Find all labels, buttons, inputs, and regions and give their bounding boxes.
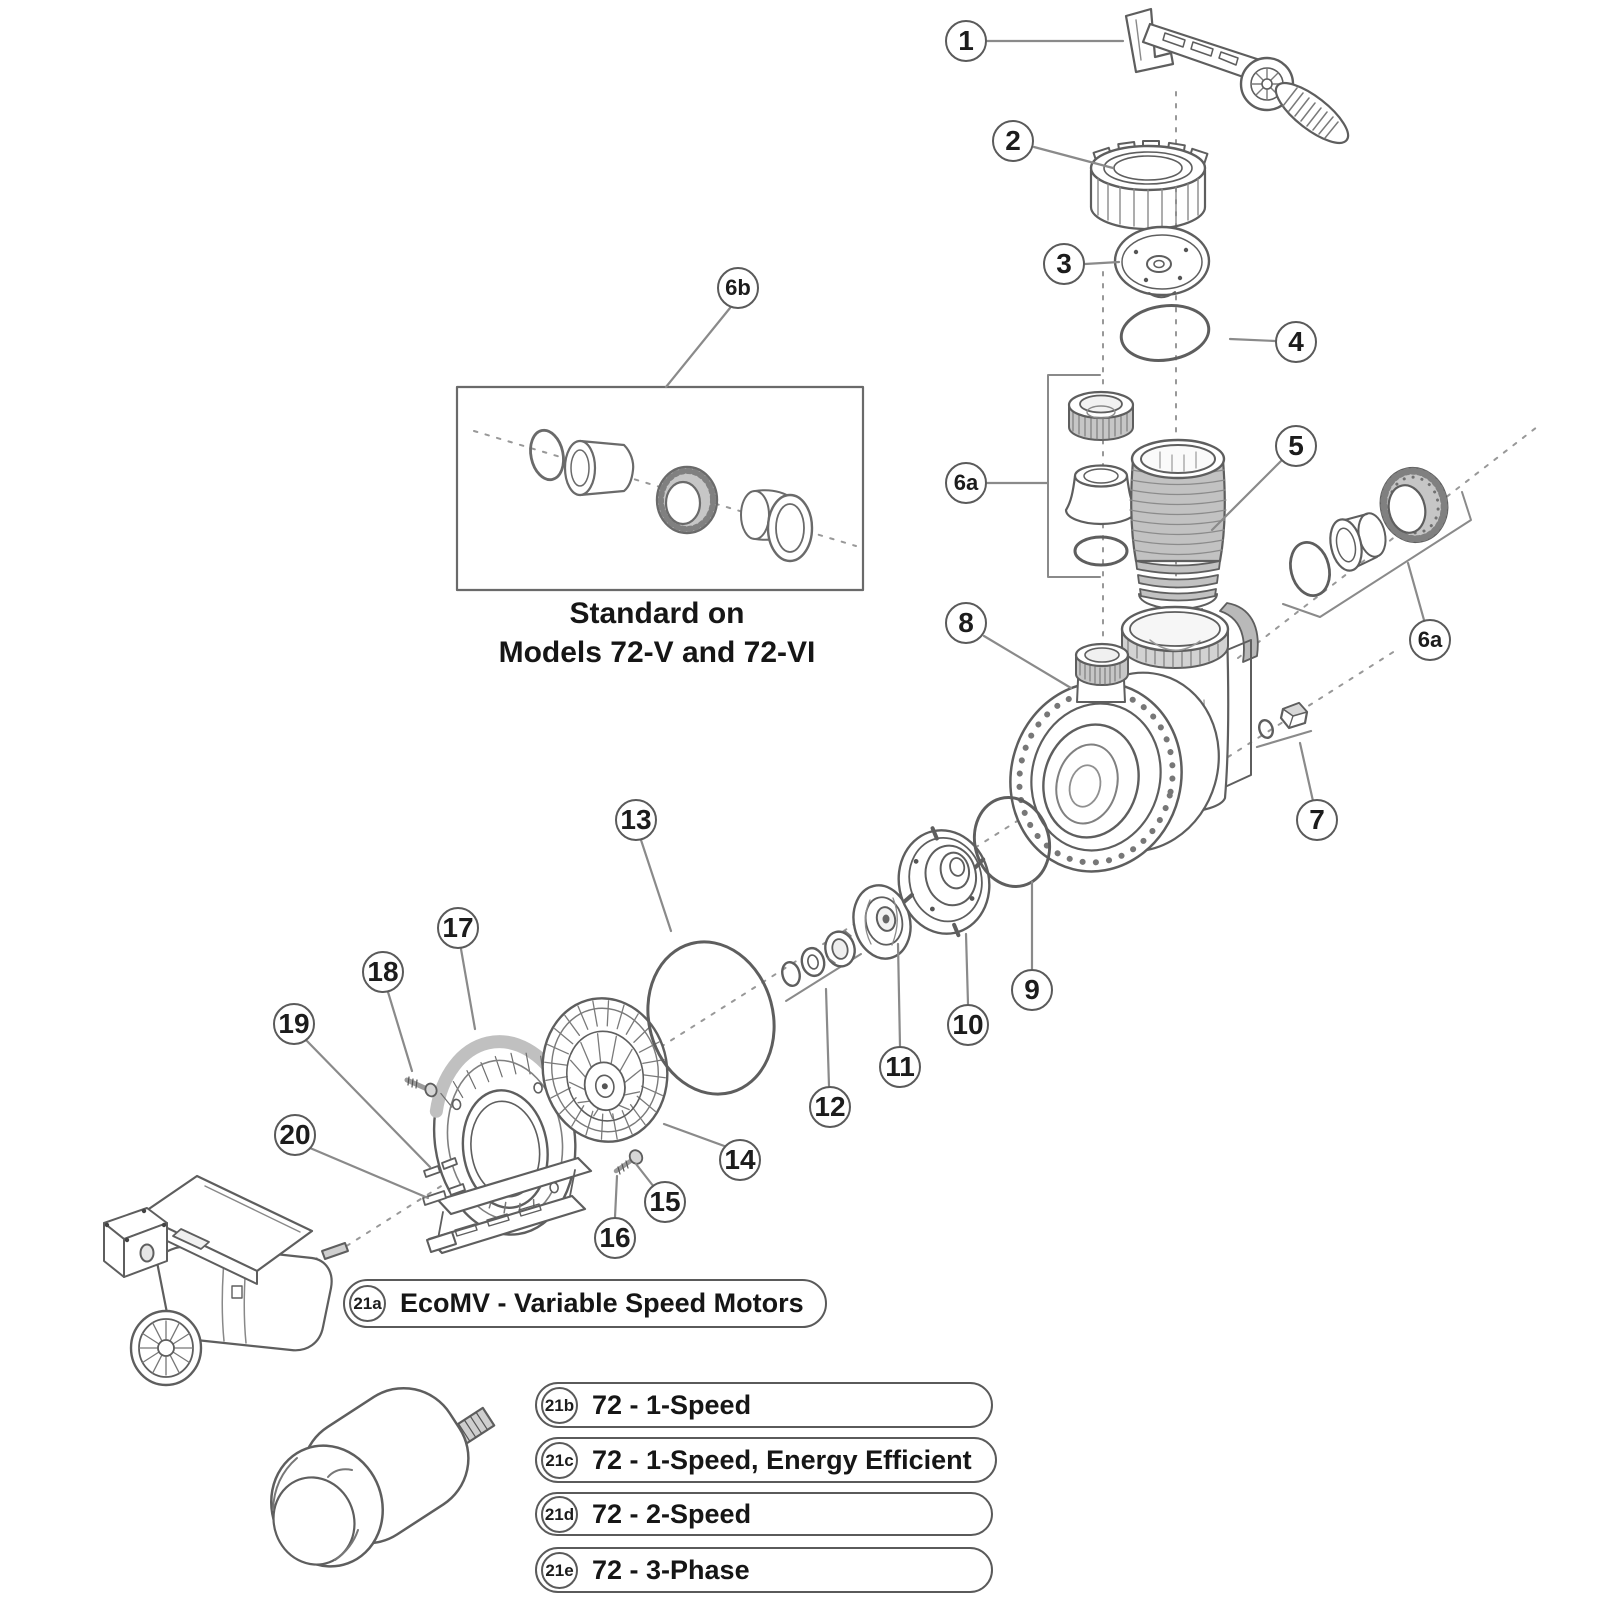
- callout-18: 18: [362, 951, 404, 993]
- callout-6a-right: 6a: [1409, 619, 1451, 661]
- callout-21d: 21d: [541, 1495, 578, 1533]
- callout-3: 3: [1043, 243, 1085, 285]
- fasteners-drawing: [404, 1076, 644, 1206]
- union-kit-right: [1282, 466, 1472, 618]
- callout-4: 4: [1275, 321, 1317, 363]
- housing-oring-drawing: [646, 940, 776, 1096]
- drain-plug-drawing: [1258, 701, 1309, 739]
- wrench-drawing: [1124, 7, 1350, 144]
- lid-drawing: [1113, 225, 1211, 299]
- union-kit-box: [455, 385, 865, 592]
- lid-oring-drawing: [1119, 304, 1211, 362]
- motor-option-21e-label: 72 - 3-Phase: [592, 1554, 750, 1585]
- motor-option-21d: 21d 72 - 2-Speed: [535, 1492, 993, 1536]
- callout-6b: 6b: [717, 267, 759, 309]
- motor-option-21c: 21c 72 - 1-Speed, Energy Efficient: [535, 1437, 997, 1483]
- callout-21b: 21b: [541, 1386, 578, 1424]
- variable-speed-motor-drawing: [103, 1174, 349, 1387]
- callout-10: 10: [947, 1004, 989, 1046]
- union-kit-left: [1047, 374, 1138, 578]
- callout-21e: 21e: [541, 1551, 578, 1589]
- callout-21c: 21c: [541, 1441, 578, 1479]
- callout-21a: 21a: [349, 1285, 386, 1322]
- callout-5: 5: [1275, 425, 1317, 467]
- motor-option-21d-label: 72 - 2-Speed: [592, 1498, 752, 1529]
- strainer-basket-drawing: [1129, 438, 1227, 615]
- motor-option-21c-label: 72 - 1-Speed, Energy Efficient: [592, 1444, 972, 1475]
- callout-14: 14: [719, 1139, 761, 1181]
- suction-port-drawing: [1074, 642, 1130, 703]
- callout-19: 19: [273, 1003, 315, 1045]
- callout-6a-left: 6a: [945, 462, 987, 504]
- motor-option-21a: 21a EcoMV - Variable Speed Motors: [343, 1279, 827, 1328]
- lock-ring-drawing: [1089, 140, 1209, 231]
- callout-2: 2: [992, 120, 1034, 162]
- callout-16: 16: [594, 1217, 636, 1259]
- callout-15: 15: [644, 1181, 686, 1223]
- motor-option-21b-label: 72 - 1-Speed: [592, 1389, 752, 1420]
- callout-11: 11: [879, 1046, 921, 1088]
- callout-1: 1: [945, 20, 987, 62]
- callout-17: 17: [437, 907, 479, 949]
- note-line-1: Standard on: [569, 597, 745, 630]
- callout-8: 8: [945, 602, 987, 644]
- single-speed-motor-drawing: [270, 1386, 496, 1568]
- motor-option-21a-label: EcoMV - Variable Speed Motors: [400, 1288, 804, 1318]
- note-line-2: Models 72-V and 72-VI: [498, 636, 816, 669]
- callout-9: 9: [1011, 969, 1053, 1011]
- seal-plate-drawing: [541, 997, 669, 1143]
- callout-12: 12: [809, 1086, 851, 1128]
- diffuser-oring-drawing: [972, 795, 1052, 889]
- shaft-seal-drawing: [781, 930, 862, 1002]
- callout-7: 7: [1296, 799, 1338, 841]
- callout-13: 13: [615, 799, 657, 841]
- motor-option-21b: 21b 72 - 1-Speed: [535, 1382, 993, 1428]
- standard-models-note: Standard on Models 72-V and 72-VI: [427, 594, 887, 672]
- motor-option-21e: 21e 72 - 3-Phase: [535, 1547, 993, 1593]
- leader-lines: [305, 39, 1426, 1219]
- callout-20: 20: [274, 1114, 316, 1156]
- impeller-drawing: [852, 884, 912, 960]
